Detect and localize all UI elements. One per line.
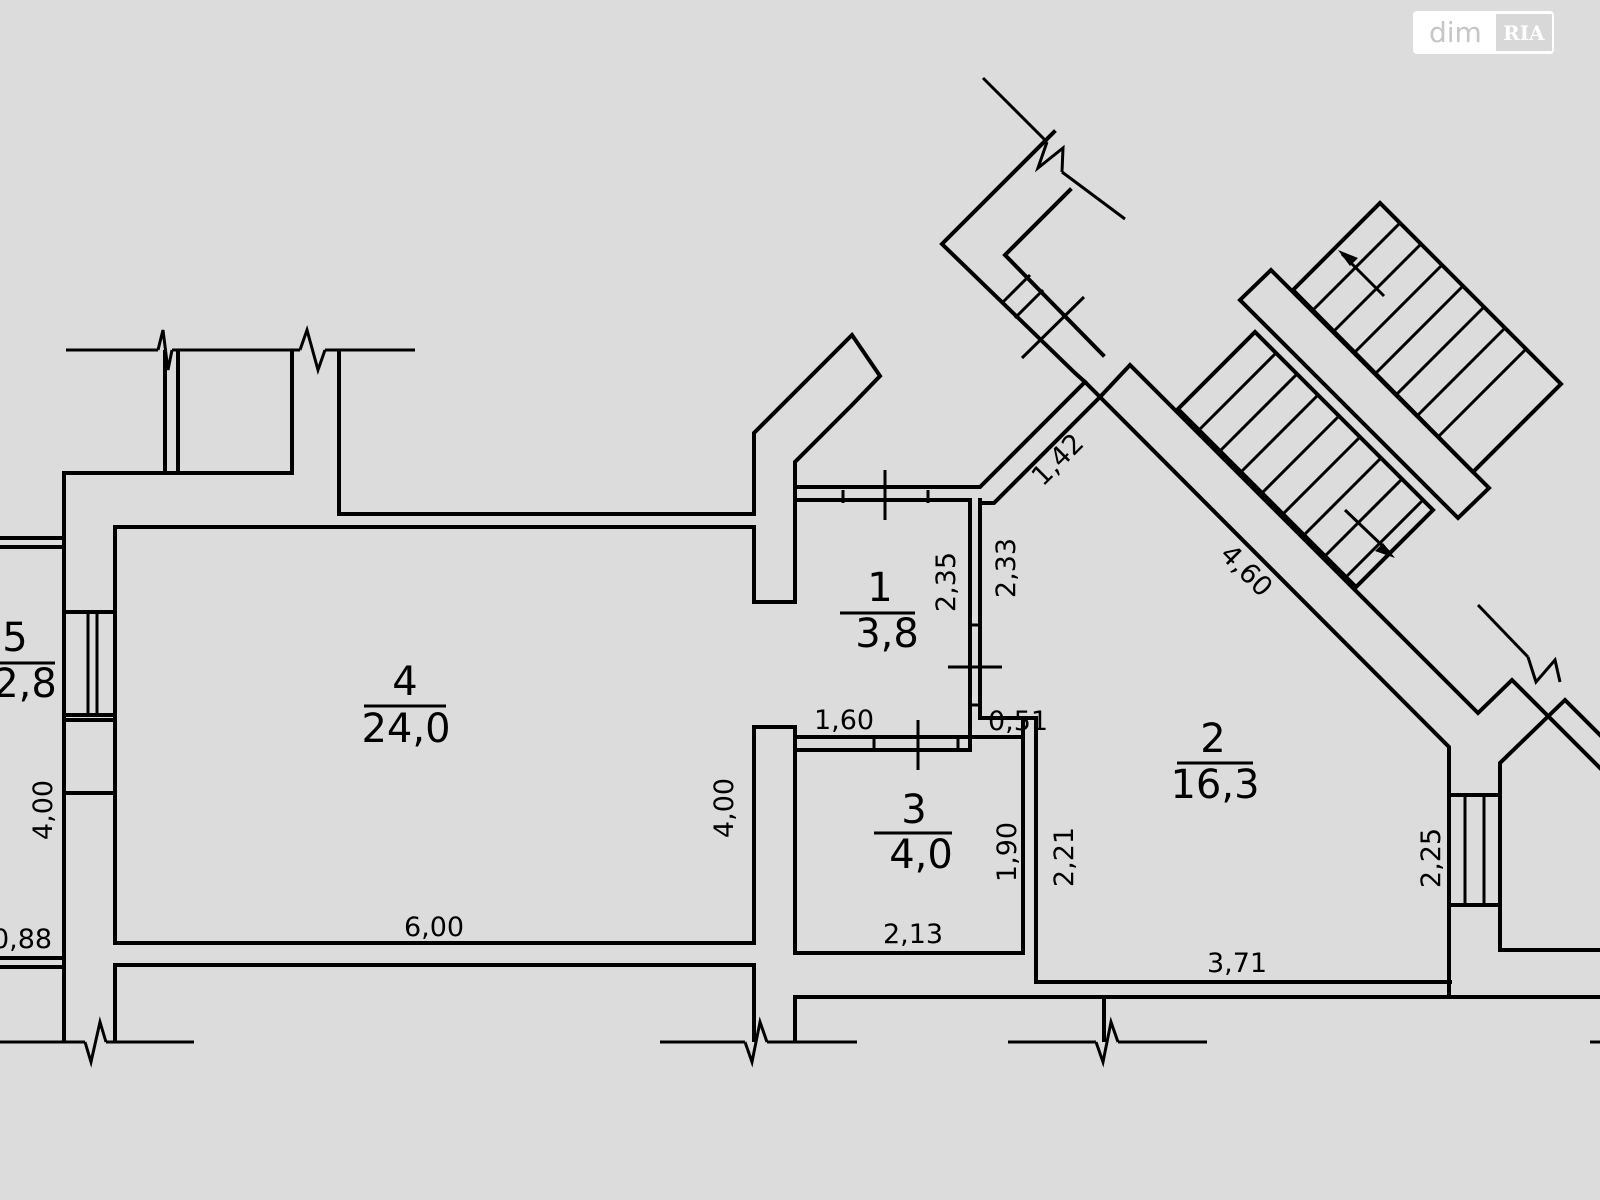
dimension-0-51: 0,51 — [988, 706, 1048, 737]
staircase — [1175, 200, 1564, 590]
room-2-number: 2 — [1200, 716, 1225, 762]
watermark-logo: dim RIA — [1413, 11, 1554, 54]
dimension-1-60: 1,60 — [814, 705, 874, 736]
walls — [0, 76, 1600, 1068]
dimension-2-33: 2,33 — [991, 538, 1022, 598]
room-1-area: 3,8 — [855, 611, 919, 657]
room-3-number: 3 — [901, 787, 926, 833]
dimension-0-88: 0,88 — [0, 924, 52, 955]
room-2-area: 16,3 — [1170, 762, 1259, 808]
dimension-2-13: 2,13 — [883, 919, 943, 950]
area-underlines — [0, 611, 1253, 835]
room-3-area: 4,0 — [889, 832, 953, 878]
dimension-4-00-room4: 4,00 — [709, 778, 740, 838]
dimension-2-25: 2,25 — [1416, 828, 1447, 888]
room-4-number: 4 — [392, 659, 417, 705]
room-5-area: 2,8 — [0, 661, 57, 707]
dimension-4-60: 4,60 — [1214, 539, 1278, 603]
dimension-4-00-left: 4,00 — [28, 780, 59, 840]
room-labels: 1 3,8 2 16,3 3 4,0 4 24,0 5 2,8 — [0, 565, 1260, 878]
dimension-6-00: 6,00 — [404, 912, 464, 943]
room-5-number: 5 — [2, 615, 27, 661]
dimension-1-90: 1,90 — [992, 822, 1023, 882]
room-4-area: 24,0 — [361, 706, 450, 752]
watermark-text: dim — [1429, 16, 1482, 49]
watermark-badge: RIA — [1495, 14, 1552, 51]
dimension-labels: 1,42 2,35 2,33 4,60 0,51 1,60 4,00 4,00 … — [0, 428, 1447, 979]
room-1-number: 1 — [867, 565, 892, 611]
dimension-3-71: 3,71 — [1207, 948, 1267, 979]
dimension-1-42: 1,42 — [1026, 428, 1090, 492]
dimension-2-21: 2,21 — [1049, 827, 1080, 887]
dimension-2-35: 2,35 — [931, 552, 962, 612]
